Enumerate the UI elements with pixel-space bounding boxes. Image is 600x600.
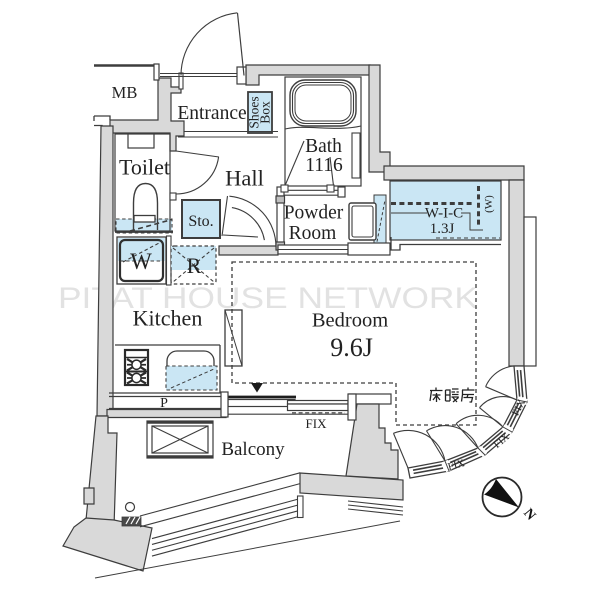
svg-text:FIX: FIX	[447, 458, 467, 473]
svg-text:Box: Box	[258, 101, 273, 124]
svg-text:1.3J: 1.3J	[430, 221, 455, 237]
svg-text:Toilet: Toilet	[119, 155, 170, 180]
svg-text:FIX: FIX	[306, 416, 328, 431]
svg-text:W-I-C: W-I-C	[425, 206, 463, 222]
svg-text:Balcony: Balcony	[221, 439, 285, 460]
svg-text:Bedroom: Bedroom	[312, 310, 388, 332]
svg-text:R: R	[187, 253, 202, 278]
svg-text:Sto.: Sto.	[188, 213, 213, 230]
svg-text:PITAT HOUSE NETWORK: PITAT HOUSE NETWORK	[58, 282, 478, 315]
svg-text:P: P	[160, 396, 168, 411]
svg-text:(W): (W)	[483, 195, 495, 213]
svg-text:Kitchen: Kitchen	[133, 306, 203, 331]
svg-text:Shoes: Shoes	[247, 96, 262, 128]
svg-text:Room: Room	[289, 223, 337, 244]
svg-text:Powder: Powder	[284, 203, 344, 224]
svg-text:Hall: Hall	[225, 166, 264, 191]
svg-text:W: W	[130, 249, 152, 274]
svg-text:9.6J: 9.6J	[330, 333, 373, 362]
svg-text:MB: MB	[112, 83, 138, 102]
svg-text:Bath: Bath	[305, 136, 342, 157]
svg-text:Entrance: Entrance	[177, 103, 246, 124]
svg-text:1116: 1116	[305, 155, 343, 176]
